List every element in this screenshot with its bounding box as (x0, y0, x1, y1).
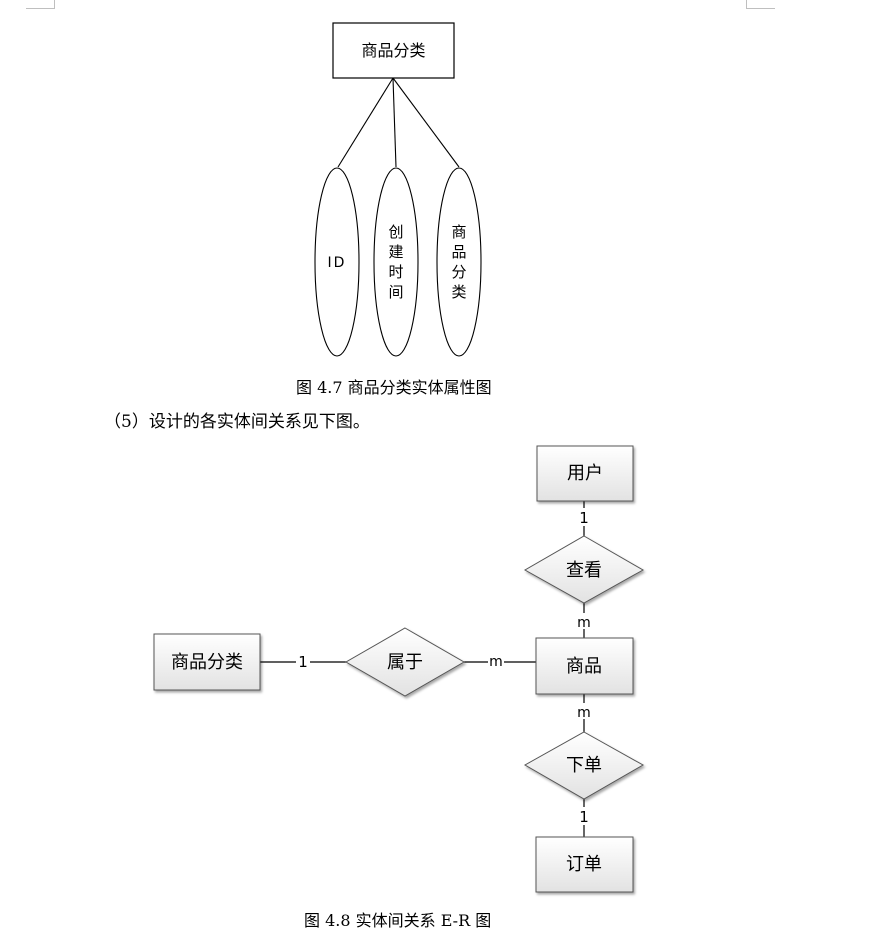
cardinality-bg (488, 653, 504, 669)
body-paragraph: （5）设计的各实体间关系见下图。 (104, 412, 370, 432)
cardinality-bg (577, 807, 591, 825)
cardinality-view-product: m (577, 615, 591, 631)
entity-user: 用户 (536, 445, 634, 502)
cardinality-belong-product: m (489, 654, 503, 670)
relation-label-belong: 属于 (387, 652, 423, 673)
connector-line (337, 77, 394, 168)
attribute-label-id: ID (328, 255, 347, 271)
relation-label-place-order: 下单 (566, 755, 602, 776)
entity-label-category: 商品分类 (361, 41, 425, 60)
cardinality-bg (296, 653, 310, 671)
entity-label-category: 商品分类 (171, 652, 243, 673)
entity-label-order: 订单 (566, 854, 602, 875)
entity-order: 订单 (535, 836, 634, 893)
cardinality-user-view: 1 (579, 509, 589, 527)
entity-label-user: 用户 (567, 463, 603, 484)
entity-label-product: 商品 (566, 656, 602, 677)
relation-belong: 属于 (344, 627, 466, 697)
attribute-label-created-time: 创建时间 (388, 223, 403, 301)
category-attribute-diagram: 商品分类 ID 创建时间 商品分类 (314, 22, 482, 357)
relation-diamond (523, 731, 645, 800)
connector-line (392, 77, 460, 168)
relation-diamond (344, 627, 466, 697)
relation-view: 查看 (523, 535, 645, 604)
entity-box (536, 445, 634, 502)
relation-diamond (523, 535, 645, 604)
entity-category: 商品分类 (153, 633, 261, 691)
cardinality-product-order-rel: m (577, 705, 591, 721)
attribute-char: 类 (451, 283, 466, 301)
cardinality-category-belong: 1 (298, 653, 308, 671)
page-corner-mark-right (746, 0, 775, 9)
figure-caption-4-7: 图 4.7 商品分类实体属性图 (296, 378, 492, 397)
attribute-char: 品 (451, 243, 466, 261)
cardinality-bg (576, 613, 592, 629)
attribute-char: 时 (388, 263, 403, 281)
relation-place-order: 下单 (523, 731, 645, 800)
relation-label-view: 查看 (566, 560, 602, 581)
connector-line (392, 77, 397, 168)
attribute-char: 商 (451, 223, 466, 241)
cardinality-order-rel-order: 1 (579, 808, 589, 826)
cardinality-bg (577, 508, 591, 526)
attribute-ellipse-category (436, 167, 482, 357)
attribute-label-category: 商品分类 (451, 223, 466, 301)
page-corner-mark-left (26, 0, 55, 9)
entity-box (535, 836, 634, 893)
entity-product: 商品 (535, 637, 634, 695)
attribute-char: 建 (388, 243, 403, 261)
cardinality-bg (576, 703, 592, 719)
figure-caption-4-8: 图 4.8 实体间关系 E-R 图 (304, 911, 492, 930)
attribute-ellipse-created-time (373, 167, 419, 357)
attribute-char: 间 (388, 283, 403, 301)
attribute-char: 创 (388, 223, 403, 241)
attribute-char: 分 (451, 263, 466, 281)
er-diagram: 1 m 1 m m 1 用户 商品分类 商品 订单 查看 属于 下单 (153, 445, 645, 893)
entity-box (535, 637, 634, 695)
attribute-ellipse-id (314, 167, 360, 357)
entity-box (153, 633, 261, 691)
